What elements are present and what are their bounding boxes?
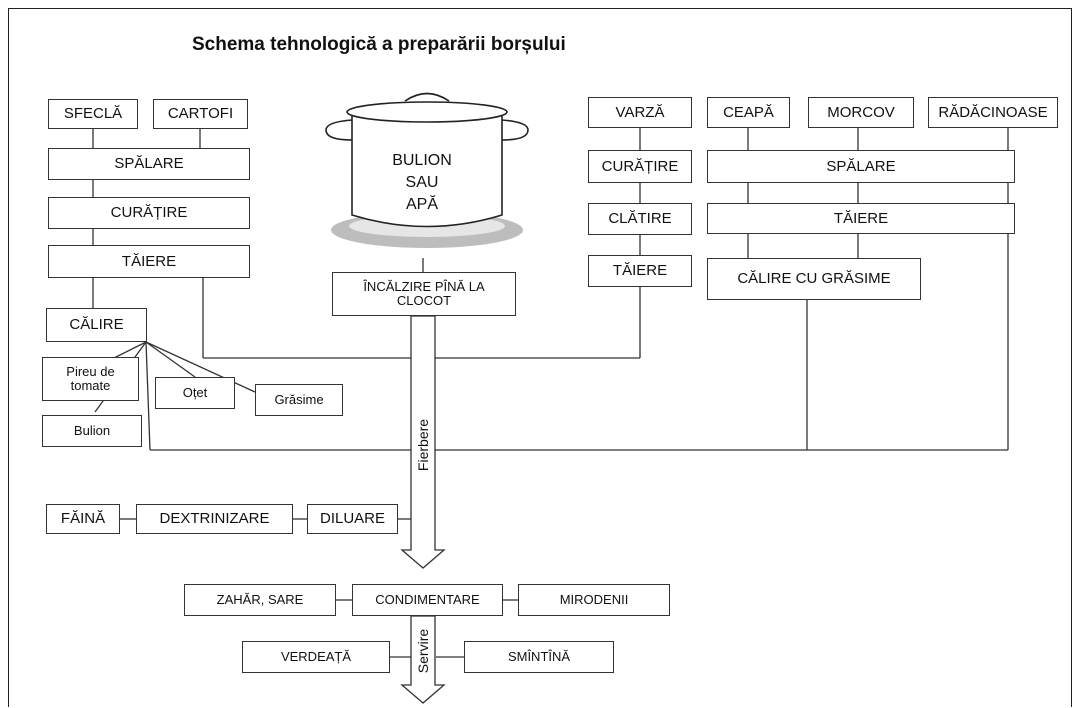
box-dextrinizare: DEXTRINIZARE <box>136 504 293 534</box>
box-taiere-right-2: TĂIERE <box>707 203 1015 234</box>
connector <box>145 341 256 393</box>
box-taiere-right: TĂIERE <box>588 255 692 287</box>
box-condimentare: CONDIMENTARE <box>352 584 503 616</box>
diagram-frame <box>8 8 1072 707</box>
box-curatire-left: CURĂȚIRE <box>48 197 250 229</box>
pot-label-line3: APĂ <box>405 196 438 213</box>
box-verdeata: VERDEAȚĂ <box>242 641 390 673</box>
box-spalare-left: SPĂLARE <box>48 148 250 180</box>
label-fierbere: Fierbere <box>415 418 431 472</box>
connector <box>145 341 196 378</box>
pot-icon <box>325 92 529 248</box>
box-faina: FĂINĂ <box>46 504 120 534</box>
box-pireu-de-tomate: Pireu de tomate <box>42 357 139 401</box>
box-bulion: Bulion <box>42 415 142 447</box>
box-grasime: Grăsime <box>255 384 343 416</box>
diagram-title: Schema tehnologică a preparării borșului <box>192 34 566 55</box>
label-servire: Servire <box>415 628 431 674</box>
box-smantana: SMÎNTÎNĂ <box>464 641 614 673</box>
connector <box>145 341 151 451</box>
pot-label-line1: BULION <box>392 152 452 169</box>
box-curatire-right: CURĂȚIRE <box>588 150 692 183</box>
box-zahar-sare: ZAHĂR, SARE <box>184 584 336 616</box>
box-cartofi: CARTOFI <box>153 99 248 129</box>
box-spalare-right: SPĂLARE <box>707 150 1015 183</box>
box-calire-cu-grasime: CĂLIRE CU GRĂSIME <box>707 258 921 300</box>
pot-label: BULION SAU APĂ <box>362 150 482 216</box>
box-calire: CĂLIRE <box>46 308 147 342</box>
box-taiere-left: TĂIERE <box>48 245 250 278</box>
box-incalzire: ÎNCĂLZIRE PÎNĂ LA CLOCOT <box>332 272 516 316</box>
box-sfecla: SFECLĂ <box>48 99 138 129</box>
box-mirodenii: MIRODENII <box>518 584 670 616</box>
box-ceapa: CEAPĂ <box>707 97 790 128</box>
boiling-arrow <box>400 315 446 569</box>
box-diluare: DILUARE <box>307 504 398 534</box>
box-radacinoase: RĂDĂCINOASE <box>928 97 1058 128</box>
serving-arrow <box>400 615 446 704</box>
box-morcov: MORCOV <box>808 97 914 128</box>
box-otet: Oțet <box>155 377 235 409</box>
box-varza: VARZĂ <box>588 97 692 128</box>
pot-label-line2: SAU <box>405 174 439 191</box>
box-clatire: CLĂTIRE <box>588 203 692 235</box>
